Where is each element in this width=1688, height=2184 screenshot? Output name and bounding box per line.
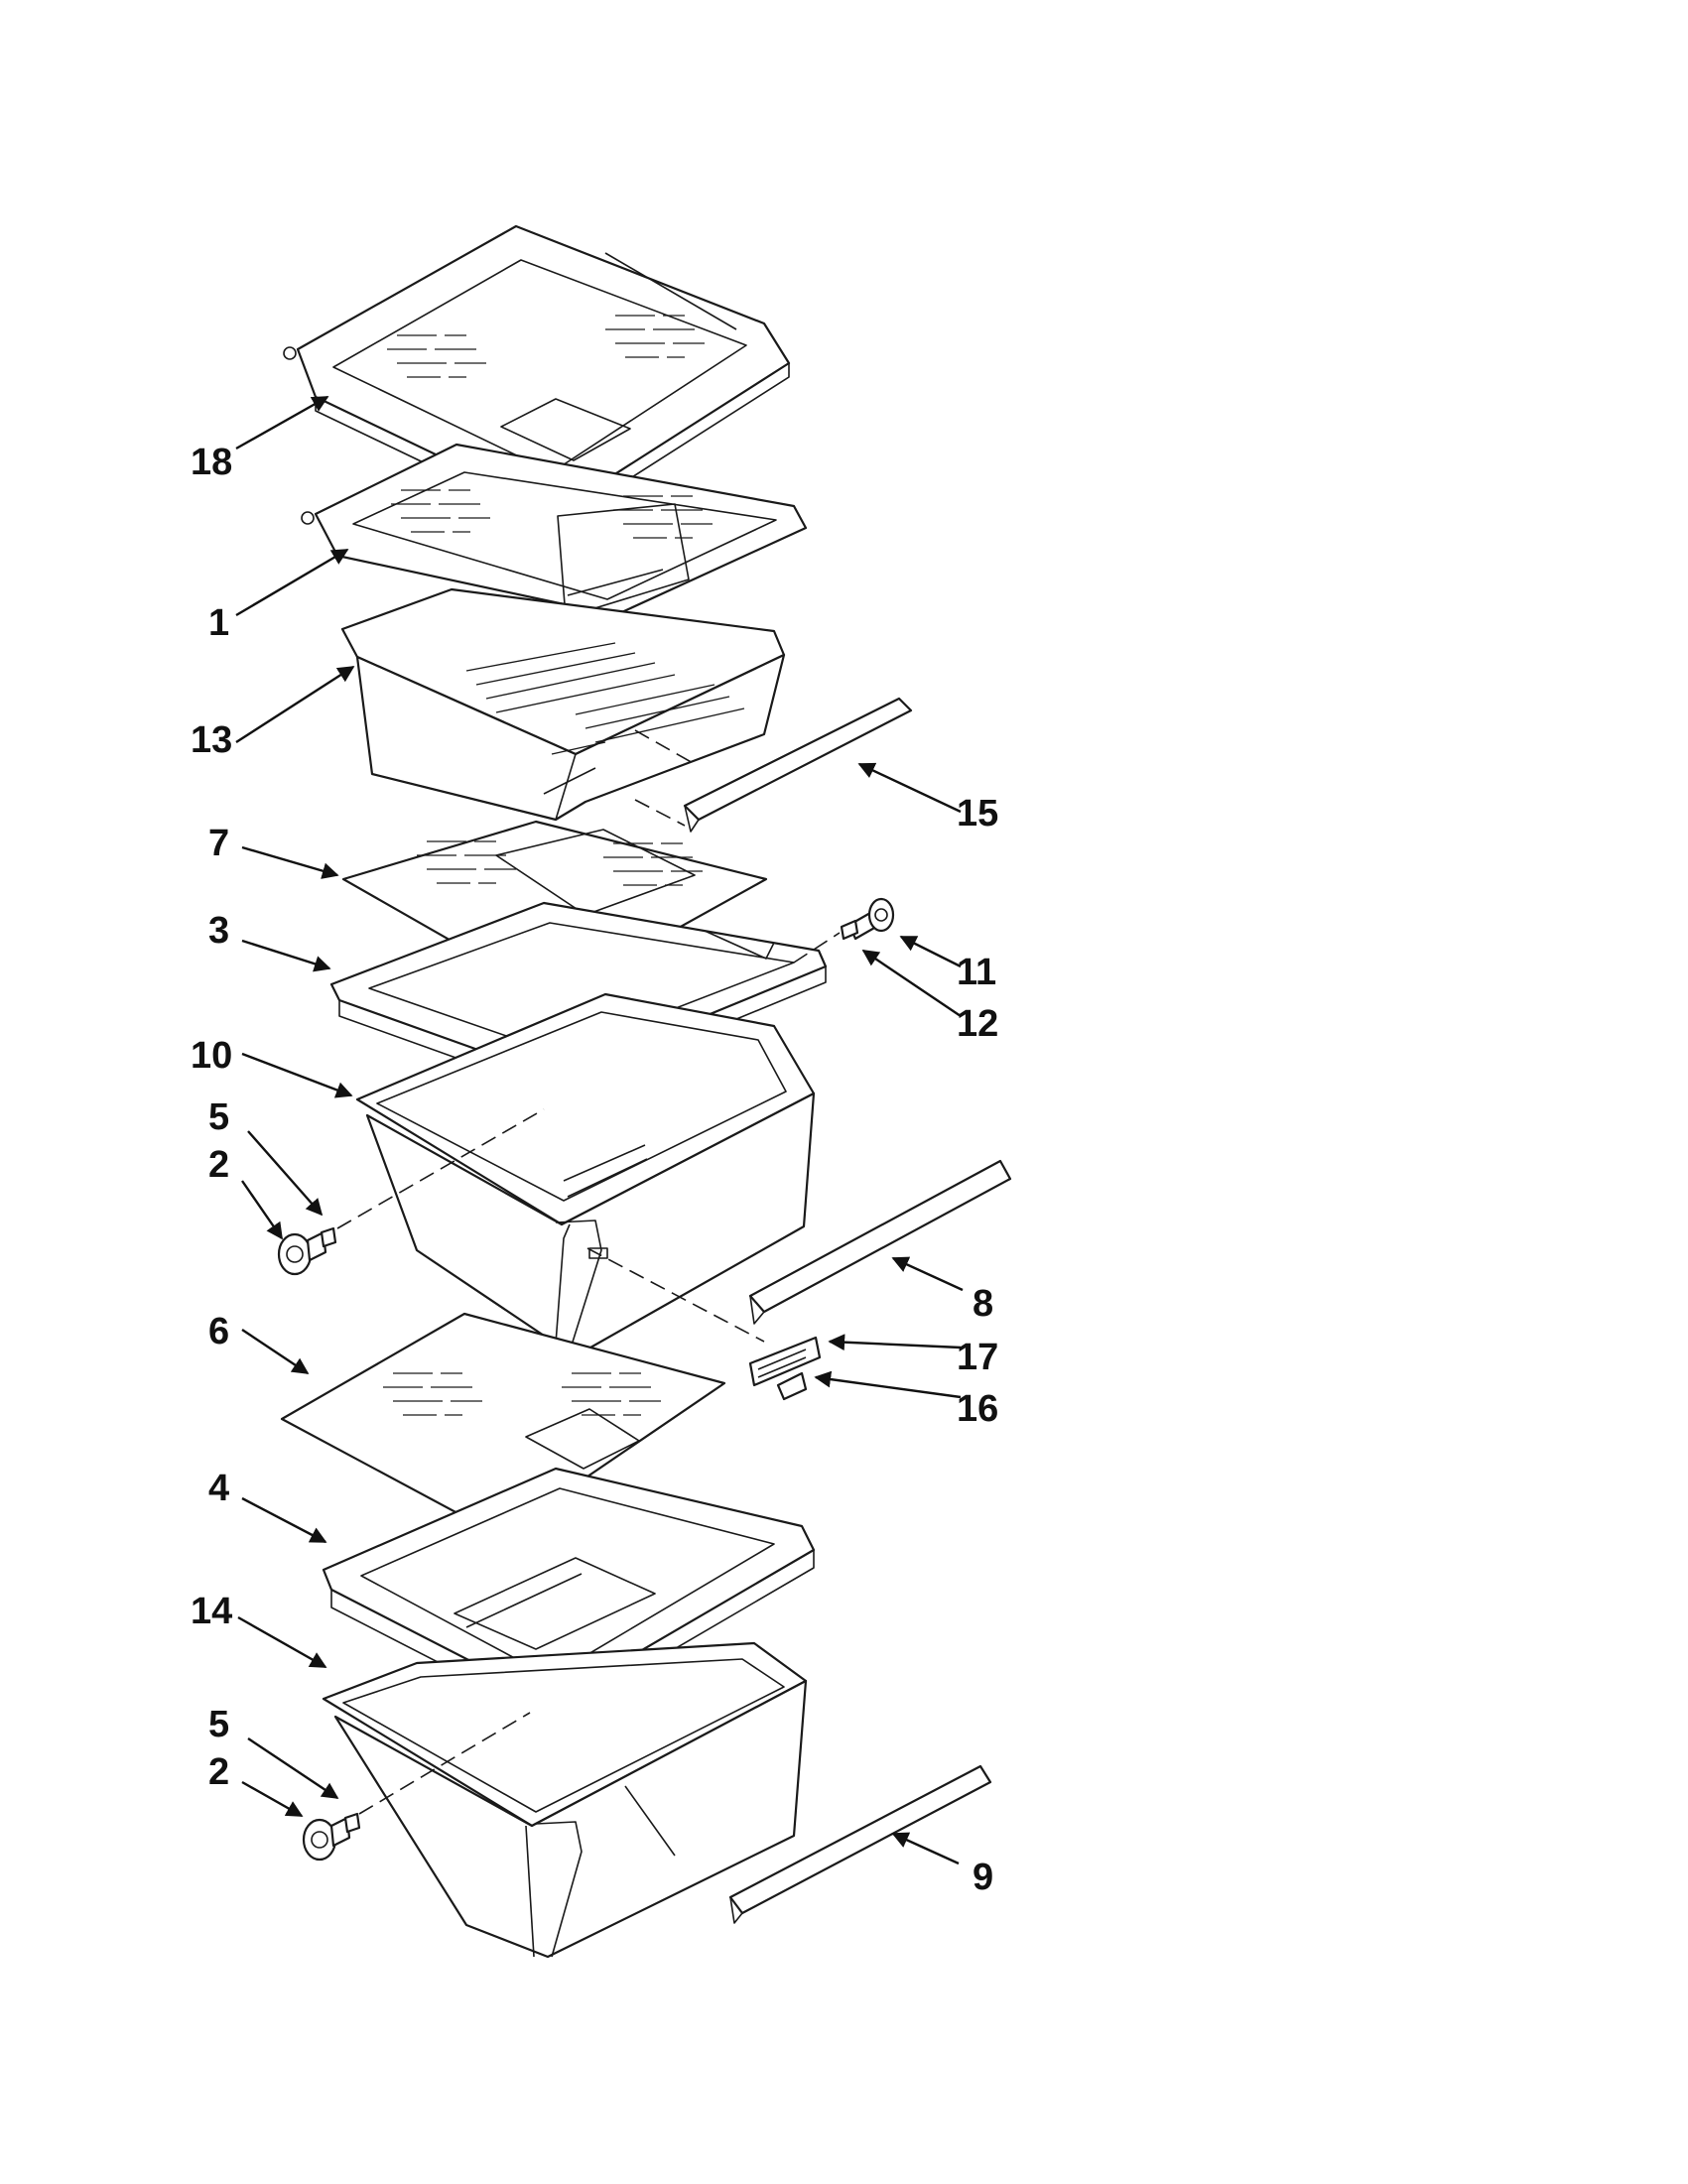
callout-3: 3 [208,910,229,952]
leader-13 [235,665,355,744]
leader-12 [861,950,962,1017]
part-14-crisper-drawer [322,1641,808,1959]
leader-11 [899,935,962,968]
callout-11: 11 [957,952,996,993]
leader-5b [247,1737,339,1799]
part-11-12-bolt [840,897,895,941]
leader-17 [828,1334,962,1351]
callout-2-lower: 2 [208,1751,229,1793]
part-8-trim-strip [748,1159,1012,1325]
leader-2a [241,1180,283,1240]
callout-numbers: 18 1 13 15 7 3 11 12 10 5 2 8 17 16 6 4 … [191,442,998,1898]
part-2-5-wheel-lower [302,1812,361,1862]
leader-1 [235,548,349,617]
leader-18 [235,395,329,450]
callout-6: 6 [208,1311,229,1352]
leader-15 [857,762,962,814]
callout-8: 8 [973,1283,993,1325]
leader-lines [235,395,964,1865]
part-15-trim-strip [683,697,913,833]
callout-7: 7 [208,823,229,864]
callout-1: 1 [208,602,229,644]
callout-12: 12 [957,1003,998,1045]
leader-6 [241,1329,310,1374]
part-6-glass-shelf [280,1312,726,1538]
leader-14 [237,1615,327,1669]
callout-10: 10 [191,1035,232,1077]
callout-15: 15 [957,793,998,835]
callout-9: 9 [973,1857,993,1898]
part-2-5-wheel-upper [277,1226,337,1276]
leader-9 [891,1832,960,1865]
part-9-trim-strip [728,1764,992,1924]
leader-3 [241,939,331,972]
part-10-crisper-drawer [355,992,816,1353]
leader-2b [241,1780,304,1818]
part-1-shelf-frame [301,443,808,618]
callout-5-upper: 5 [208,1096,229,1138]
callout-4: 4 [208,1468,229,1509]
leader-4 [241,1496,327,1544]
callout-17: 17 [957,1337,998,1378]
callout-16: 16 [957,1388,998,1430]
callout-14: 14 [191,1591,232,1632]
callout-5-lower: 5 [208,1704,229,1745]
part-16-17-clips [748,1336,822,1401]
part-13-drawer [340,587,786,822]
leader-5a [247,1130,324,1217]
leader-10 [241,1052,353,1098]
leader-16 [814,1370,962,1399]
leader-8 [891,1256,964,1292]
callout-13: 13 [191,719,232,761]
callout-2-upper: 2 [208,1144,229,1186]
leader-7 [241,845,339,879]
callout-18: 18 [191,442,232,483]
